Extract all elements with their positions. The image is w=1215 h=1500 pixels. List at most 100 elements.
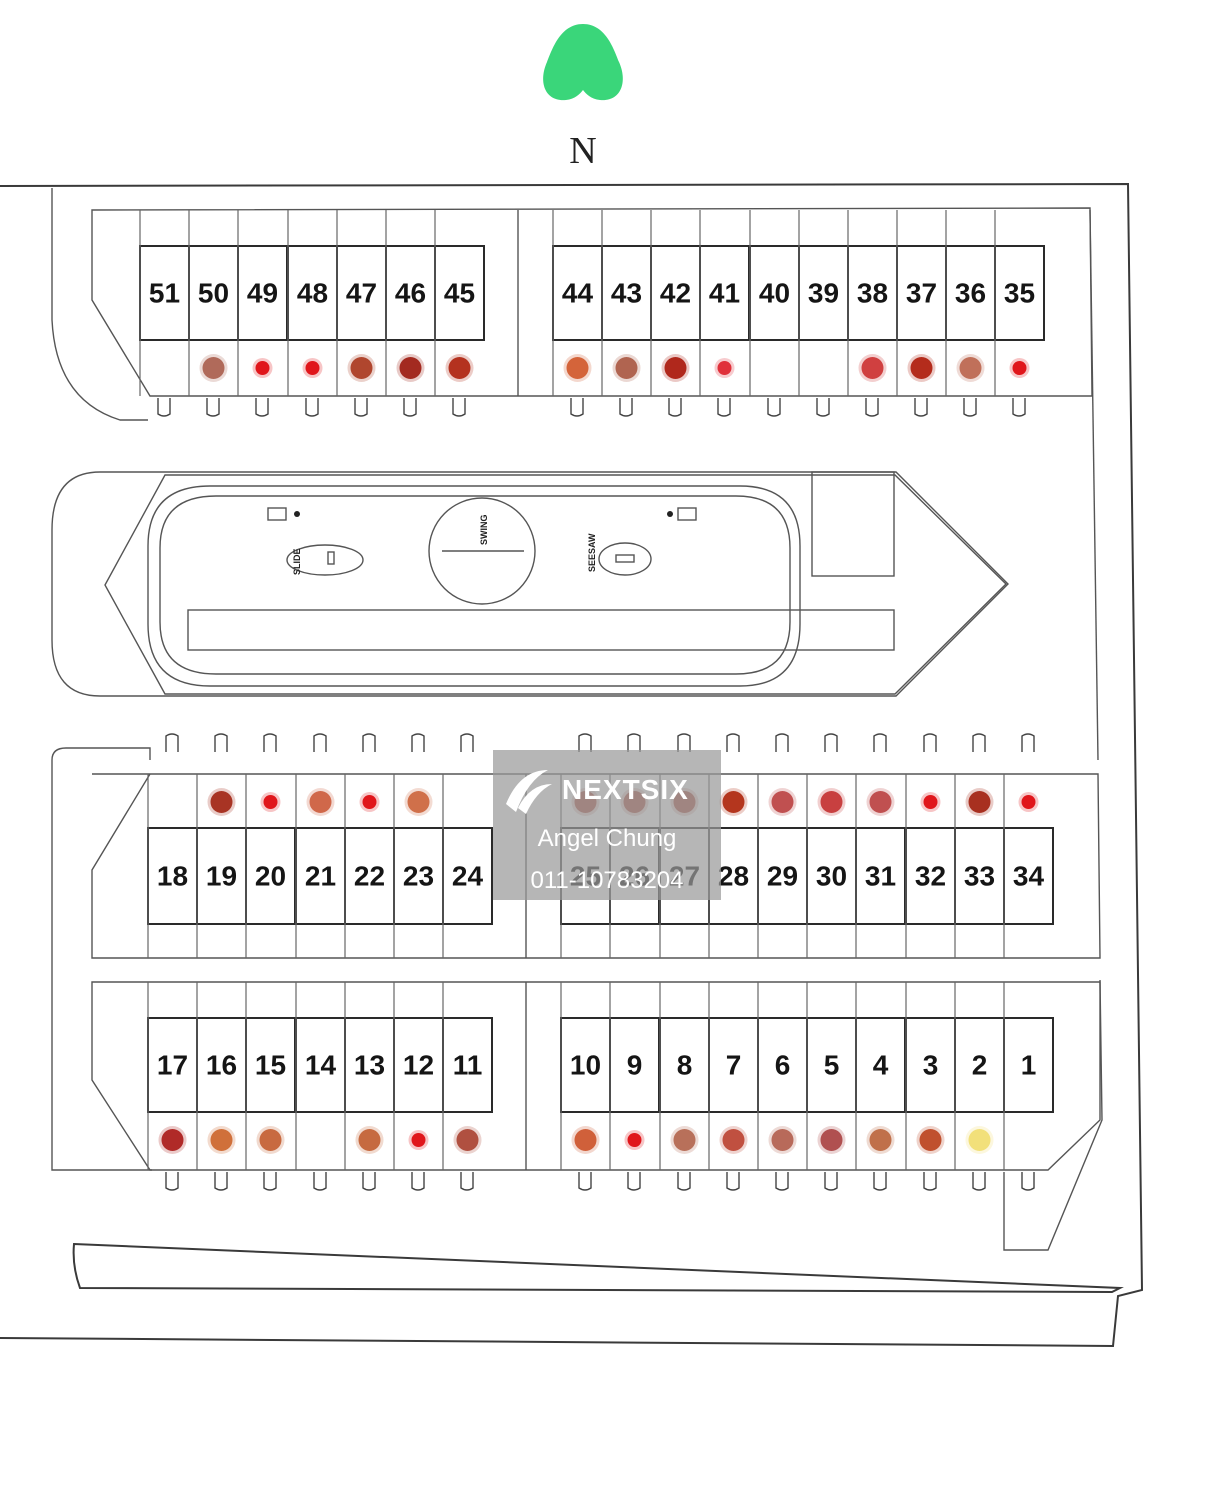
parking-bay [767,398,781,417]
lot-46[interactable]: 46 [385,210,436,417]
parking-bay [206,398,220,417]
marker-lot-10 [574,1129,597,1151]
swing-label: SWING [479,515,489,546]
lot-12[interactable]: 12 [393,982,444,1191]
lot-24[interactable]: 24 [442,733,493,958]
parking-bay [668,398,682,417]
lot-47[interactable]: 47 [336,210,387,417]
north-label: N [569,130,596,172]
lot-30[interactable]: 30 [806,733,857,958]
parking-bay [165,733,179,752]
parking-bay [775,1172,789,1191]
lot-36[interactable]: 36 [945,210,996,417]
lot-7[interactable]: 7 [708,982,759,1191]
parking-bay [619,398,633,417]
lot-40[interactable]: 40 [749,210,800,417]
marker-lot-2 [968,1129,991,1151]
site-boundary [0,182,1144,1348]
lot-16[interactable]: 16 [196,982,247,1191]
marker-lot-23 [407,791,430,813]
lot-number: 41 [709,278,740,309]
lot-44[interactable]: 44 [552,210,603,417]
parking-bay [816,398,830,417]
lot-11[interactable]: 11 [442,982,493,1191]
lot-number: 15 [255,1050,286,1081]
lot-15[interactable]: 15 [245,982,296,1191]
marker-lot-32 [923,795,938,809]
watermark-agent: Angel Chung [538,825,677,852]
lot-32[interactable]: 32 [905,733,956,958]
lot-31[interactable]: 31 [855,733,906,958]
swing-icon: SWING [428,497,536,605]
lot-1[interactable]: 1 [1003,982,1054,1191]
lot-23[interactable]: 23 [393,733,444,958]
lot-number: 3 [923,1050,939,1081]
lot-39[interactable]: 39 [798,210,849,417]
lot-number: 22 [354,861,385,892]
lot-number: 43 [611,278,642,309]
lot-14[interactable]: 14 [295,982,346,1191]
marker-lot-50 [202,357,225,379]
lot-number: 49 [247,278,278,309]
parking-bay [824,733,838,752]
lot-49[interactable]: 49 [237,210,288,417]
marker-lot-12 [411,1133,426,1147]
marker-lot-45 [448,357,471,379]
lot-34[interactable]: 34 [1003,733,1054,958]
lot-4[interactable]: 4 [855,982,906,1191]
marker-lot-33 [968,791,991,813]
lot-22[interactable]: 22 [344,733,395,958]
parking-bay [362,733,376,752]
lot-13[interactable]: 13 [344,982,395,1191]
lot-17[interactable]: 17 [147,982,198,1191]
marker-lot-37 [910,357,933,379]
parking-bay [963,398,977,417]
marker-lot-44 [566,357,589,379]
lot-42[interactable]: 42 [650,210,701,417]
lot-3[interactable]: 3 [905,982,956,1191]
lot-20[interactable]: 20 [245,733,296,958]
parking-bay [914,398,928,417]
lot-38[interactable]: 38 [847,210,898,417]
lot-5[interactable]: 5 [806,982,857,1191]
lot-35[interactable]: 35 [994,210,1045,417]
lot-10[interactable]: 10 [560,982,611,1191]
lot-45[interactable]: 45 [434,210,485,417]
lot-number: 29 [767,861,798,892]
marker-lot-7 [722,1129,745,1151]
lot-18[interactable]: 18 [147,733,198,958]
lot-19[interactable]: 19 [196,733,247,958]
lot-8[interactable]: 8 [659,982,710,1191]
marker-lot-19 [210,791,233,813]
parking-bay [865,398,879,417]
lot-number: 38 [857,278,888,309]
lot-51[interactable]: 51 [139,210,190,417]
lot-2[interactable]: 2 [954,982,1005,1191]
marker-lot-3 [919,1129,942,1151]
parking-bay [1021,733,1035,752]
parking-bay [214,1172,228,1191]
parking-bay [677,1172,691,1191]
lot-number: 35 [1004,278,1035,309]
lot-48[interactable]: 48 [287,210,338,417]
lot-6[interactable]: 6 [757,982,808,1191]
marker-lot-17 [161,1129,184,1151]
lot-33[interactable]: 33 [954,733,1005,958]
lot-37[interactable]: 37 [896,210,947,417]
marker-lot-42 [664,357,687,379]
lot-number: 20 [255,861,286,892]
lot-50[interactable]: 50 [188,210,239,417]
lot-number: 2 [972,1050,988,1081]
lot-29[interactable]: 29 [757,733,808,958]
lot-43[interactable]: 43 [601,210,652,417]
parking-bay [354,398,368,417]
marker-lot-38 [861,357,884,379]
parking-bay [570,398,584,417]
marker-lot-8 [673,1129,696,1151]
parking-bay [263,733,277,752]
lot-41[interactable]: 41 [699,210,750,417]
lot-21[interactable]: 21 [295,733,346,958]
lot-9[interactable]: 9 [609,982,660,1191]
parking-bay [578,733,592,752]
